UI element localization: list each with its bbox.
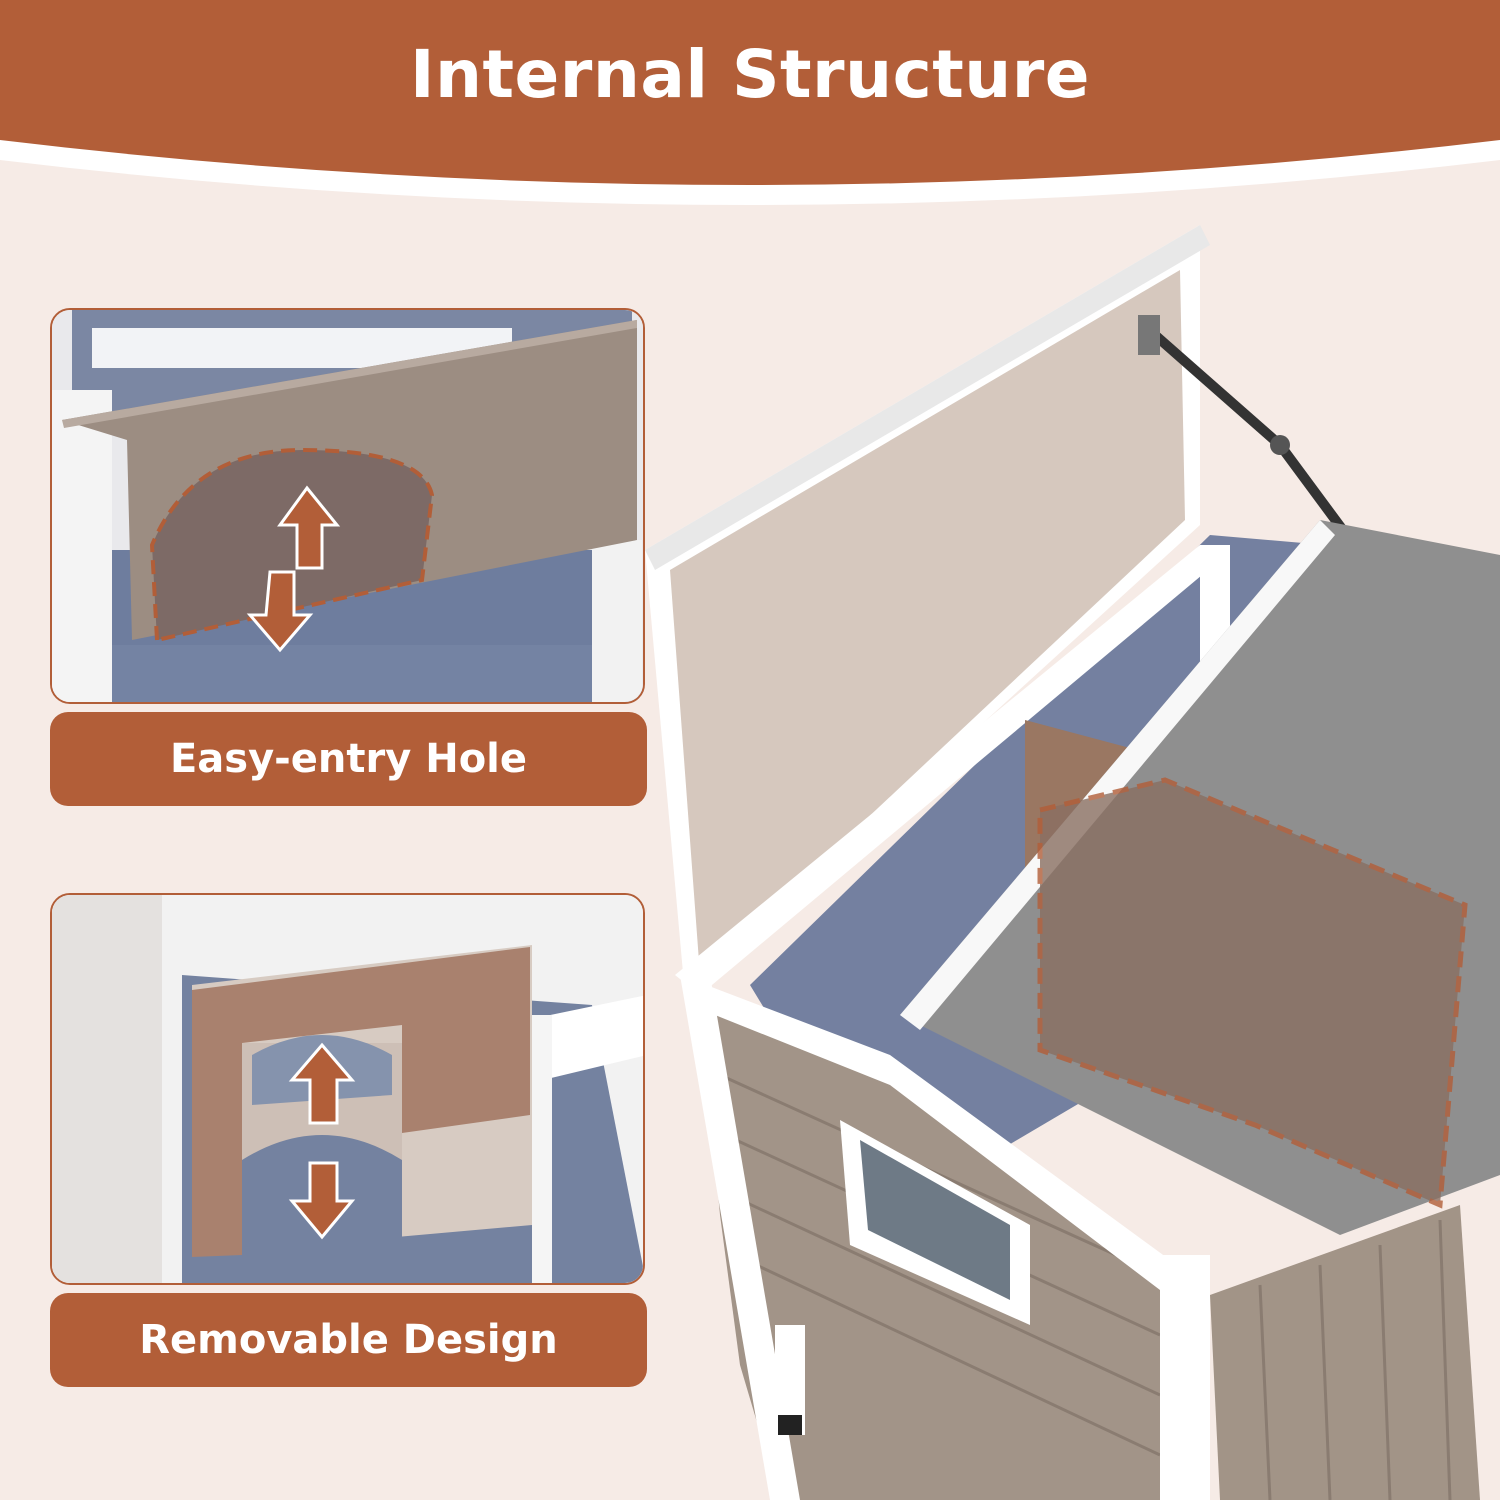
cat-house-illustration <box>560 215 1500 1500</box>
easy-entry-hole-label: Easy-entry Hole <box>169 736 528 782</box>
removable-design-label: Removable Design <box>139 1317 558 1363</box>
up-down-arrow-icon <box>246 485 341 653</box>
easy-entry-hole-photo <box>50 308 645 704</box>
up-down-arrow-icon <box>288 1042 356 1240</box>
removable-design-illustration <box>52 895 643 1283</box>
banner-background <box>0 0 1500 205</box>
page-title: Internal Structure <box>409 36 1091 113</box>
easy-entry-hole-label-box: Easy-entry Hole <box>50 712 647 806</box>
removable-design-label-box: Removable Design <box>50 1293 647 1387</box>
removable-design-photo <box>50 893 645 1285</box>
header-banner: Internal Structure <box>0 0 1500 230</box>
cat-house-drawing <box>645 225 1500 1500</box>
easy-entry-hole-illustration <box>52 310 643 702</box>
